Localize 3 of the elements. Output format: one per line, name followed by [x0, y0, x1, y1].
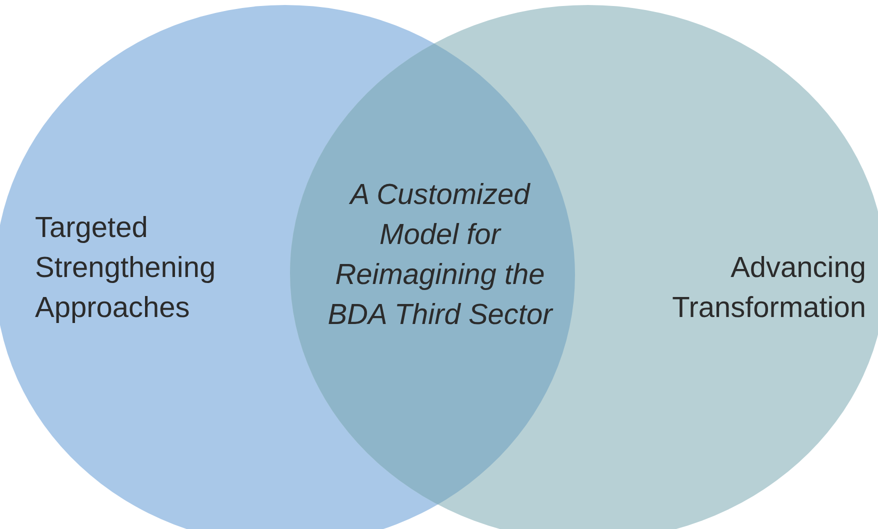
- circle-label: Targeted Strengthening Approaches: [35, 211, 217, 326]
- circle-label: Advancing Transformation: [671, 251, 866, 326]
- overlap-label: A Customized Model for Reimagining the BDA Third Sector: [326, 178, 554, 333]
